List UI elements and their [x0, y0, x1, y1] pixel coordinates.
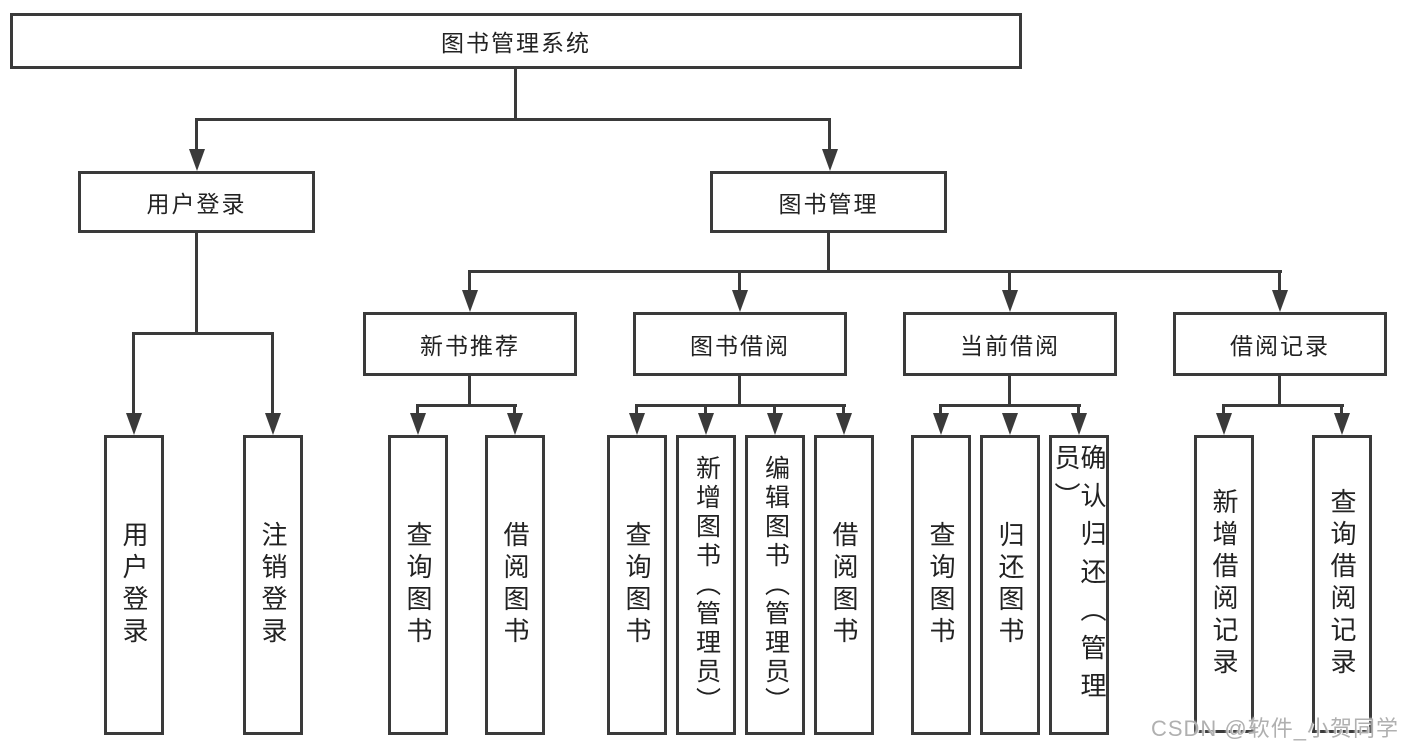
leaf-query-books-current: 查询图书: [911, 435, 971, 735]
csdn-watermark: CSDN @软件_小贺同学: [1150, 716, 1399, 741]
arrowhead: [767, 413, 783, 435]
node-current-borrow: 当前借阅: [903, 312, 1117, 376]
connector: [1008, 376, 1011, 406]
connector: [195, 118, 831, 121]
leaf-add-borrow-record-label: 新增借阅记录: [1209, 488, 1239, 680]
leaf-user-login: 用户登录: [104, 435, 164, 735]
leaf-add-borrow-record: 新增借阅记录: [1194, 435, 1254, 733]
arrowhead: [126, 413, 142, 435]
leaf-borrow-books-recommend: 借阅图书: [485, 435, 545, 735]
leaf-confirm-return-admin-label: 确认归还（管理员）: [1051, 444, 1107, 710]
node-current-borrow-label: 当前借阅: [960, 333, 1060, 359]
connector: [132, 332, 135, 415]
connector: [513, 404, 516, 416]
arrowhead: [265, 413, 281, 435]
leaf-user-login-label: 用户登录: [119, 521, 149, 649]
leaf-edit-book-admin: 编辑图书（管理员）: [745, 435, 805, 735]
connector: [1008, 270, 1011, 294]
node-borrow-records-label: 借阅记录: [1230, 333, 1330, 359]
connector: [842, 404, 845, 416]
leaf-borrow-books-label: 借阅图书: [829, 521, 859, 649]
leaf-add-book-admin-label: 新增图书（管理员）: [692, 454, 721, 716]
connector: [514, 69, 517, 120]
leaf-query-books-recommend-label: 查询图书: [403, 521, 433, 649]
connector: [468, 376, 471, 406]
connector: [195, 118, 198, 152]
connector: [738, 270, 741, 294]
arrowhead: [1272, 290, 1288, 312]
node-new-book-recommend: 新书推荐: [363, 312, 577, 376]
connector: [635, 404, 846, 407]
arrowhead: [1002, 413, 1018, 435]
connector: [1222, 404, 1225, 416]
connector: [195, 233, 198, 334]
connector: [1340, 404, 1343, 416]
connector: [1278, 270, 1281, 294]
arrowhead: [507, 413, 523, 435]
leaf-return-books: 归还图书: [980, 435, 1040, 735]
leaf-query-books-recommend: 查询图书: [388, 435, 448, 735]
connector: [1077, 404, 1080, 416]
leaf-query-borrow-record: 查询借阅记录: [1312, 435, 1372, 733]
arrowhead: [1216, 413, 1232, 435]
arrowhead: [629, 413, 645, 435]
arrowhead: [732, 290, 748, 312]
leaf-borrow-books-recommend-label: 借阅图书: [500, 521, 530, 649]
node-root: 图书管理系统: [10, 13, 1022, 69]
connector: [827, 233, 830, 273]
leaf-confirm-return-admin: 确认归还（管理员）: [1049, 435, 1109, 735]
leaf-add-book-admin: 新增图书（管理员）: [676, 435, 736, 735]
node-book-management-label: 图书管理: [778, 191, 879, 217]
connector: [416, 404, 517, 407]
leaf-logout: 注销登录: [243, 435, 303, 735]
connector: [939, 404, 1081, 407]
leaf-query-books-current-label: 查询图书: [926, 521, 956, 649]
node-borrow-records: 借阅记录: [1173, 312, 1387, 376]
connector: [1222, 404, 1344, 407]
connector: [738, 376, 741, 406]
node-book-borrow: 图书借阅: [633, 312, 847, 376]
node-user-login-label: 用户登录: [146, 191, 247, 217]
arrowhead: [1334, 413, 1350, 435]
connector: [1278, 376, 1281, 406]
node-book-management: 图书管理: [710, 171, 947, 233]
arrowhead: [410, 413, 426, 435]
connector: [468, 270, 471, 294]
arrowhead: [836, 413, 852, 435]
leaf-return-books-label: 归还图书: [995, 521, 1025, 649]
connector: [704, 404, 707, 416]
arrowhead: [933, 413, 949, 435]
arrowhead: [822, 149, 838, 171]
connector: [939, 404, 942, 416]
connector: [271, 332, 274, 415]
connector: [132, 332, 274, 335]
connector: [828, 118, 831, 152]
node-book-borrow-label: 图书借阅: [690, 333, 790, 359]
arrowhead: [698, 413, 714, 435]
leaf-query-borrow-record-label: 查询借阅记录: [1327, 488, 1357, 680]
leaf-logout-label: 注销登录: [258, 521, 288, 649]
leaf-borrow-books: 借阅图书: [814, 435, 874, 735]
connector: [416, 404, 419, 416]
connector: [635, 404, 638, 416]
arrowhead: [189, 149, 205, 171]
arrowhead: [462, 290, 478, 312]
connector: [468, 270, 1282, 273]
leaf-edit-book-admin-label: 编辑图书（管理员）: [761, 454, 790, 716]
connector: [773, 404, 776, 416]
leaf-query-books-borrow-label: 查询图书: [622, 521, 652, 649]
arrowhead: [1002, 290, 1018, 312]
node-user-login: 用户登录: [78, 171, 315, 233]
leaf-query-books-borrow: 查询图书: [607, 435, 667, 735]
arrowhead: [1071, 413, 1087, 435]
node-root-label: 图书管理系统: [441, 30, 591, 56]
node-new-book-recommend-label: 新书推荐: [420, 333, 520, 359]
